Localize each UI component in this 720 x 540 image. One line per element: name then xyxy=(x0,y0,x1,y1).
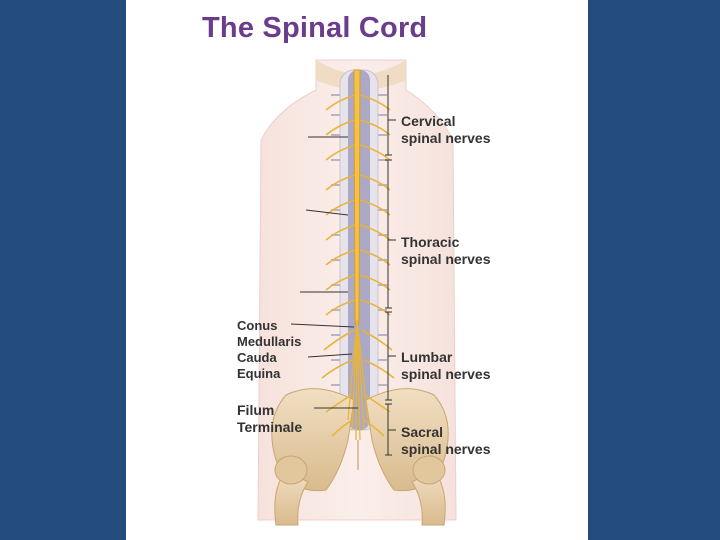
femur-left xyxy=(274,469,309,526)
spinal-cord xyxy=(353,69,361,328)
sacral-label: Sacral spinal nerves xyxy=(401,424,491,457)
region-brackets xyxy=(385,75,396,456)
slide-title: The Spinal Cord xyxy=(202,12,428,44)
spinal-cord-illustration xyxy=(257,59,457,526)
thoracic-label: Thoracic spinal nerves xyxy=(401,234,491,267)
cauda-equina-label: Cauda Equina xyxy=(237,350,281,381)
left-pointer-lines xyxy=(290,136,358,409)
cervical-label: Cervical spinal nerves xyxy=(401,113,491,146)
cauda-equina xyxy=(347,319,369,441)
lumbar-label: Lumbar spinal nerves xyxy=(401,349,491,382)
femur-right xyxy=(411,469,446,526)
conus-medullaris-label: Conus Medullaris xyxy=(237,318,302,349)
filum-terminale-label: Filum Terminale xyxy=(237,402,303,435)
